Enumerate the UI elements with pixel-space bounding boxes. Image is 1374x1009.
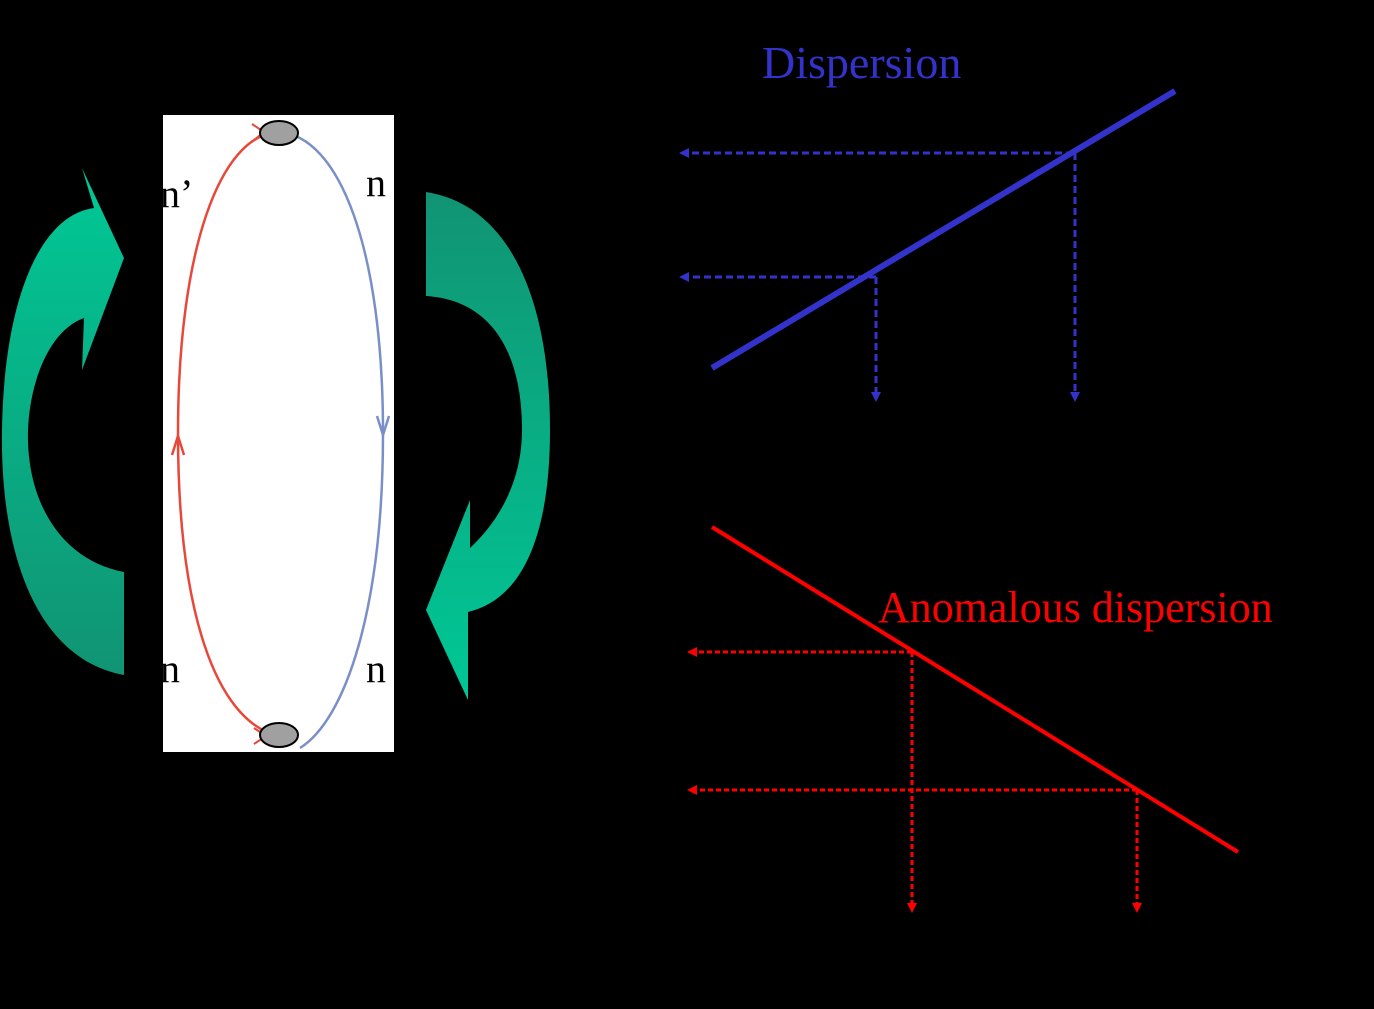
anomalous-y-label-low: n — [632, 769, 652, 814]
dispersion-notes: Frequency increases n increases velocity… — [1112, 205, 1316, 300]
anomalous-notes: Frequency decreases n increases velocity… — [1088, 655, 1300, 750]
anomalous-y-label-high: n’ — [630, 631, 663, 676]
loop-label-top-right: n — [366, 160, 386, 205]
loop-panel — [163, 115, 394, 752]
dispersion-note-1: Frequency increases — [1112, 205, 1316, 230]
right-curved-arrow — [426, 192, 550, 700]
dispersion-y-label-low: n’’ — [590, 256, 634, 301]
loop-right-arrowhead — [375, 415, 391, 440]
anomalous-note-1: Frequency decreases — [1088, 655, 1300, 680]
anomalous-line — [710, 525, 1240, 854]
dispersion-y-label-high: n’’’ — [580, 132, 634, 177]
anomalous-x-label-high: ν — [1122, 922, 1140, 967]
left-curved-arrow — [1, 168, 124, 675]
loop-label-bottom-left: n — [160, 646, 180, 691]
anomalous-title: Anomalous dispersion — [878, 583, 1273, 632]
anomalous-note-2: n increases — [1088, 690, 1201, 715]
loop-caption: 1 pass through loop — [170, 825, 504, 867]
loop-label-bottom-right: n — [366, 646, 386, 691]
dispersion-note-3: velocity decreases — [1112, 275, 1293, 300]
anomalous-note-3: velocity decreases — [1088, 725, 1269, 750]
anomalous-axis-label: ν — [1258, 956, 1276, 1001]
loop-left-arrowhead — [170, 431, 186, 456]
dispersion-note-2: n increases — [1112, 240, 1225, 265]
loop-node-bottom — [259, 722, 299, 748]
dispersion-title: Dispersion — [762, 37, 961, 88]
anomalous-axis-arrow — [1337, 968, 1355, 996]
loop-label-top-left: n’ — [160, 171, 193, 216]
dispersion-x-label-low: ν’’ — [846, 436, 888, 481]
dispersion-line — [710, 88, 1177, 371]
dispersion-axis-label: ν — [1222, 494, 1240, 539]
dispersion-axis-arrow — [1299, 506, 1317, 534]
loop-node-top — [259, 120, 299, 146]
anomalous-x-label-low: ν’ — [898, 922, 929, 967]
dispersion-x-label-high: ν’’’ — [1044, 436, 1096, 481]
